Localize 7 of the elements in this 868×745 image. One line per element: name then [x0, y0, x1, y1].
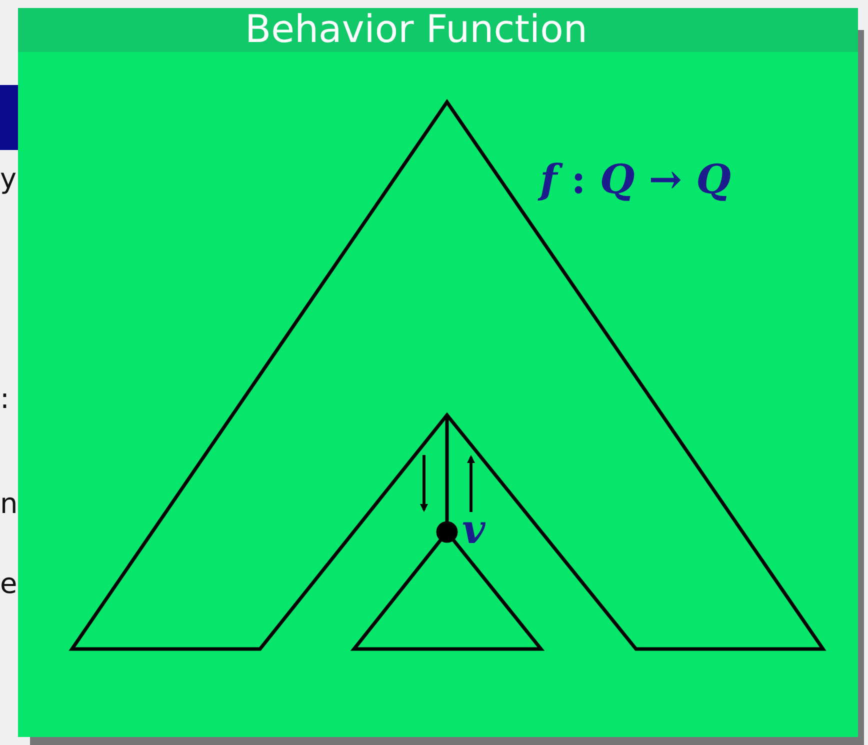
- function-label: f : Q → Q: [540, 160, 731, 200]
- slide-text: e: [0, 570, 18, 598]
- slide-text: y: [0, 165, 17, 193]
- vertex-label: v: [462, 510, 486, 550]
- slide-text: n: [0, 490, 18, 518]
- panel-title: Behavior Function: [245, 10, 588, 48]
- slide-text: :: [0, 385, 10, 413]
